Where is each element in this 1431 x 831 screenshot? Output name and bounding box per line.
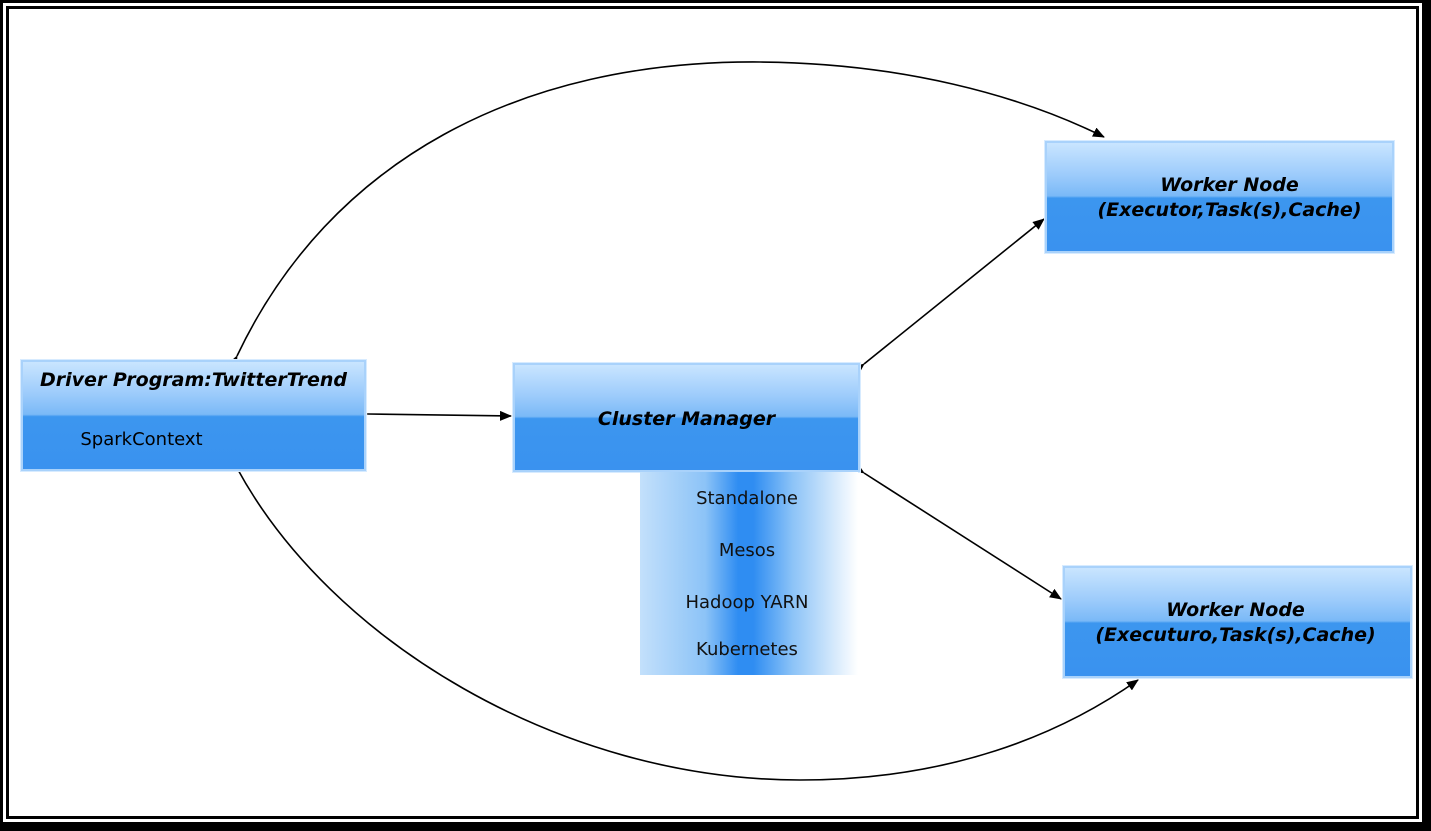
worker-node-2-name: Worker Node [1166, 599, 1305, 621]
option-mesos: Mesos [718, 540, 776, 561]
driver-program-node: Driver Program:TwitterTrend SparkContext [21, 360, 366, 471]
worker-node-1: Worker Node (Executor,Task(s),Cache) [1045, 141, 1394, 253]
cluster-manager-options: Standalone Mesos Hadoop YARN Kubernetes [640, 472, 858, 675]
worker-node-1-title: Worker Node (Executor,Task(s),Cache) [1057, 173, 1402, 223]
option-kubernetes: Kubernetes [696, 639, 798, 660]
cluster-manager-node: Cluster Manager [513, 363, 860, 472]
option-hadoop-yarn: Hadoop YARN [685, 592, 809, 613]
spark-context-label: SparkContext [80, 429, 203, 450]
worker-node-2: Worker Node (Executuro,Task(s),Cache) [1063, 566, 1412, 678]
cluster-manager-title: Cluster Manager [597, 408, 776, 430]
option-standalone: Standalone [696, 488, 798, 509]
worker-node-2-subtitle: (Executuro,Task(s),Cache) [1095, 624, 1376, 646]
driver-program-title: Driver Program:TwitterTrend [40, 369, 347, 391]
worker-node-1-name: Worker Node [1160, 174, 1299, 196]
worker-node-1-subtitle: (Executor,Task(s),Cache) [1097, 199, 1362, 221]
worker-node-2-title: Worker Node (Executuro,Task(s),Cache) [1063, 598, 1408, 648]
